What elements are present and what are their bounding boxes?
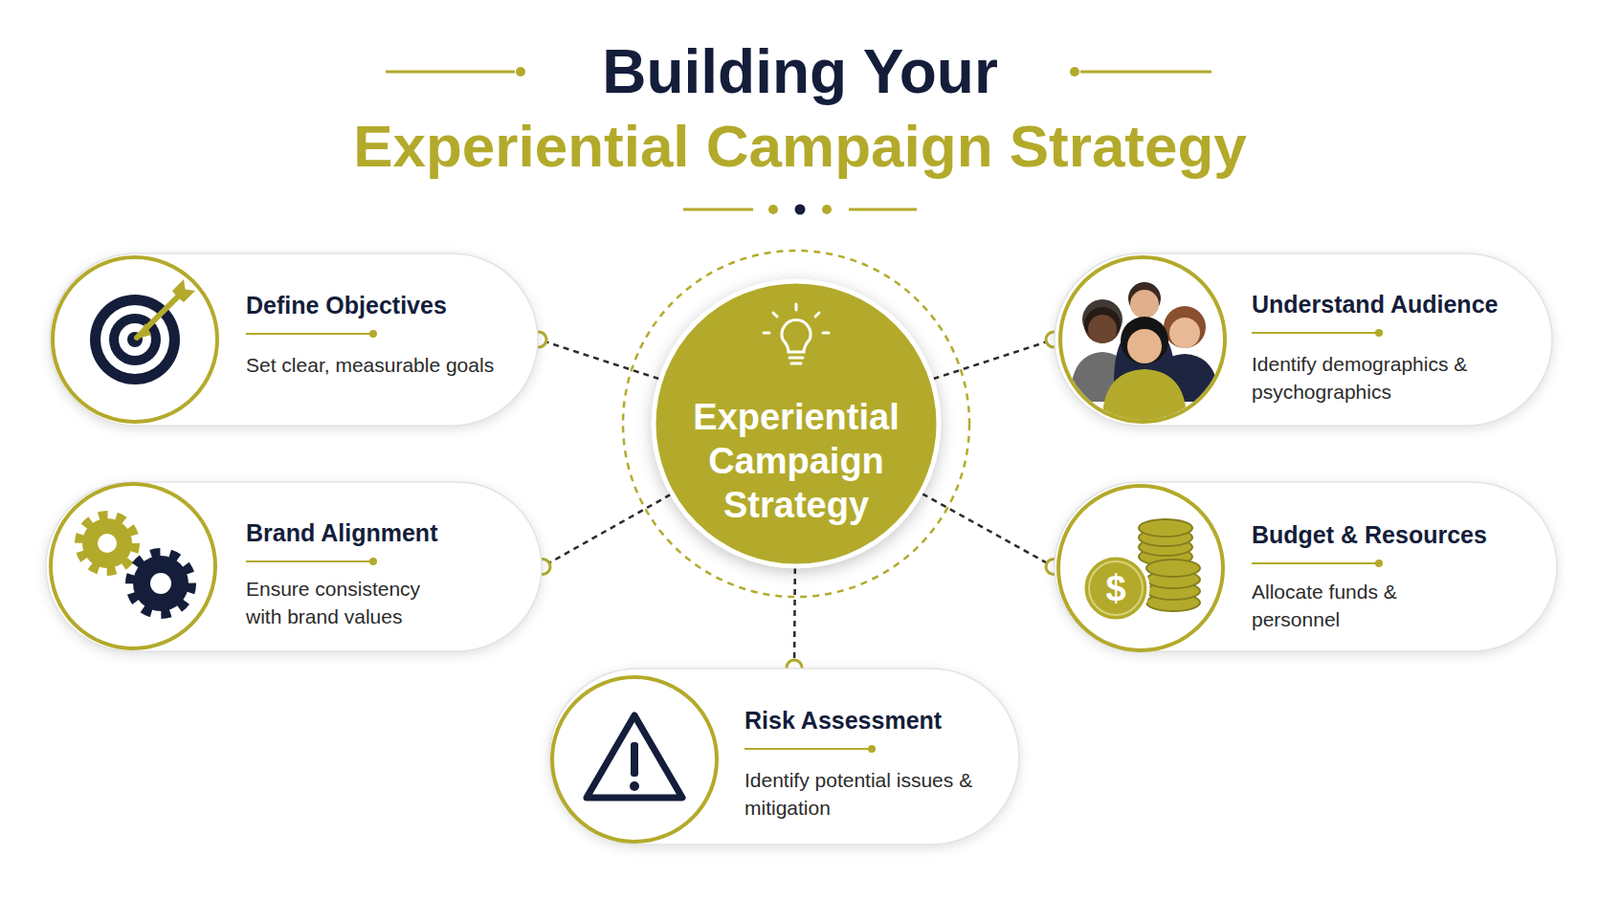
hub-circle: Experiential Campaign Strategy bbox=[653, 281, 939, 567]
dashed-connector bbox=[534, 494, 670, 575]
step-heading: Brand Alignment bbox=[245, 518, 438, 548]
dashed-ring bbox=[622, 250, 970, 598]
people-icon bbox=[1069, 282, 1220, 422]
dashed-connector bbox=[786, 568, 802, 676]
subtitle: Experiential Campaign Strategy bbox=[0, 111, 1600, 182]
hub-label: Experiential Campaign Strategy bbox=[676, 395, 916, 528]
coins-icon bbox=[1083, 519, 1200, 622]
coin-symbol: $ bbox=[1105, 570, 1126, 607]
step-description: Identify demographics & psychographics bbox=[1251, 350, 1493, 406]
dashed-connector bbox=[531, 332, 659, 379]
gears-icon bbox=[80, 516, 191, 614]
step-heading: Budget & Resources bbox=[1251, 520, 1488, 550]
dashed-connector bbox=[933, 332, 1062, 379]
step-description: Identify potential issues & mitigation bbox=[744, 766, 977, 823]
step-heading: Define Objectives bbox=[245, 290, 447, 320]
title: Building Your bbox=[0, 36, 1600, 108]
warning-icon bbox=[586, 715, 683, 799]
step-heading: Understand Audience bbox=[1251, 289, 1498, 319]
target-icon bbox=[89, 279, 196, 385]
dashed-connector bbox=[922, 493, 1062, 575]
step-heading: Risk Assessment bbox=[744, 706, 942, 735]
step-description: Set clear, measurable goals bbox=[245, 351, 494, 379]
step-description: Allocate funds & personnel bbox=[1251, 577, 1434, 634]
step-description: Ensure consistency with brand values bbox=[245, 575, 443, 631]
